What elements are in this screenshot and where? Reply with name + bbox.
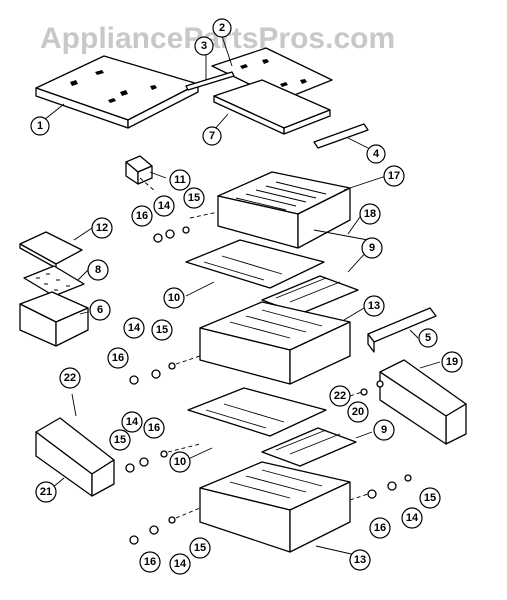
svg-text:16: 16: [374, 522, 386, 534]
callout-5: 5: [418, 328, 438, 348]
svg-text:15: 15: [424, 492, 436, 504]
callout-15c: 15: [109, 429, 131, 451]
svg-text:7: 7: [209, 130, 215, 142]
callout-16a: 16: [131, 205, 153, 227]
callout-19: 19: [441, 351, 463, 373]
svg-text:14: 14: [406, 512, 419, 524]
callout-22b: 22: [329, 385, 351, 407]
svg-text:22: 22: [64, 372, 76, 384]
svg-text:1: 1: [37, 120, 43, 132]
svg-text:14: 14: [158, 200, 171, 212]
part-3-trim: [185, 71, 235, 91]
callout-13a: 13: [363, 295, 385, 317]
callout-16e: 16: [139, 551, 161, 573]
svg-text:19: 19: [446, 356, 458, 368]
part-1-shelf: [35, 55, 199, 129]
callout-10a: 10: [163, 287, 185, 309]
svg-text:16: 16: [148, 422, 160, 434]
part-4-trim: [313, 123, 369, 149]
svg-text:9: 9: [381, 424, 387, 436]
svg-text:6: 6: [97, 304, 103, 316]
svg-text:15: 15: [156, 324, 168, 336]
svg-text:20: 20: [352, 406, 364, 418]
part-10-glass-lower: [187, 387, 327, 437]
part-18-rod: [313, 229, 369, 241]
svg-text:18: 18: [364, 208, 376, 220]
callout-11: 11: [169, 169, 191, 191]
callout-8: 8: [87, 259, 109, 281]
svg-text:13: 13: [368, 300, 380, 312]
callout-7: 7: [202, 126, 222, 146]
part-19-side-panel: [379, 359, 467, 445]
svg-text:16: 16: [144, 556, 156, 568]
svg-text:14: 14: [126, 416, 139, 428]
hardware: [71, 177, 412, 545]
part-5-rail: [367, 307, 437, 353]
callout-9b: 9: [373, 419, 395, 441]
leader-lines: [43, 35, 441, 557]
callout-12: 12: [91, 217, 113, 239]
svg-text:16: 16: [136, 210, 148, 222]
callout-16b: 16: [107, 347, 129, 369]
callouts: 1 2 3 7 4 11 17 16 14 15 18 12 9 8 10 13…: [30, 18, 463, 575]
callout-18: 18: [359, 203, 381, 225]
part-9-frame-lower: [261, 427, 357, 467]
svg-text:12: 12: [96, 222, 108, 234]
svg-text:10: 10: [168, 292, 180, 304]
svg-text:2: 2: [219, 22, 225, 34]
svg-text:16: 16: [112, 352, 124, 364]
callout-3: 3: [194, 36, 214, 56]
callout-14d: 14: [401, 507, 423, 529]
svg-text:4: 4: [373, 148, 380, 160]
callout-9a: 9: [361, 237, 383, 259]
callout-6: 6: [89, 299, 111, 321]
part-17-drawer: [217, 171, 351, 249]
svg-text:13: 13: [354, 554, 366, 566]
callout-2: 2: [212, 18, 232, 38]
svg-text:3: 3: [201, 40, 207, 52]
callout-13b: 13: [349, 549, 371, 571]
callout-17: 17: [383, 165, 405, 187]
callout-4: 4: [366, 144, 386, 164]
callout-21: 21: [35, 481, 57, 503]
part-12-cover: [19, 231, 83, 269]
callout-14c: 14: [121, 411, 143, 433]
svg-text:8: 8: [95, 264, 101, 276]
callout-15e: 15: [189, 537, 211, 559]
part-10-glass-upper: [185, 239, 325, 289]
svg-text:15: 15: [188, 192, 200, 204]
svg-text:15: 15: [114, 434, 126, 446]
part-7-frame: [213, 79, 331, 135]
callout-22a: 22: [59, 367, 81, 389]
callout-15d: 15: [419, 487, 441, 509]
callout-14e: 14: [169, 553, 191, 575]
callout-15a: 15: [183, 187, 205, 209]
svg-text:15: 15: [194, 542, 206, 554]
part-8-egg-tray: [23, 265, 85, 297]
callout-14b: 14: [123, 317, 145, 339]
part-13-drawer-upper: [199, 301, 351, 385]
svg-text:14: 14: [128, 322, 141, 334]
svg-text:9: 9: [369, 242, 375, 254]
svg-text:22: 22: [334, 390, 346, 402]
callout-14a: 14: [153, 195, 175, 217]
part-11-bracket: [125, 155, 153, 185]
callout-10b: 10: [169, 451, 191, 473]
svg-text:5: 5: [425, 332, 431, 344]
part-13-drawer-lower: [199, 461, 351, 553]
callout-1: 1: [30, 116, 50, 136]
part-6-bin: [19, 291, 89, 347]
svg-text:17: 17: [388, 170, 400, 182]
callout-16c: 16: [143, 417, 165, 439]
callout-16d: 16: [369, 517, 391, 539]
part-21-side-panel: [35, 417, 115, 497]
callout-15b: 15: [151, 319, 173, 341]
svg-text:10: 10: [174, 456, 186, 468]
callout-20: 20: [347, 401, 369, 423]
svg-text:11: 11: [174, 174, 186, 186]
svg-text:21: 21: [40, 486, 52, 498]
svg-text:14: 14: [174, 558, 187, 570]
